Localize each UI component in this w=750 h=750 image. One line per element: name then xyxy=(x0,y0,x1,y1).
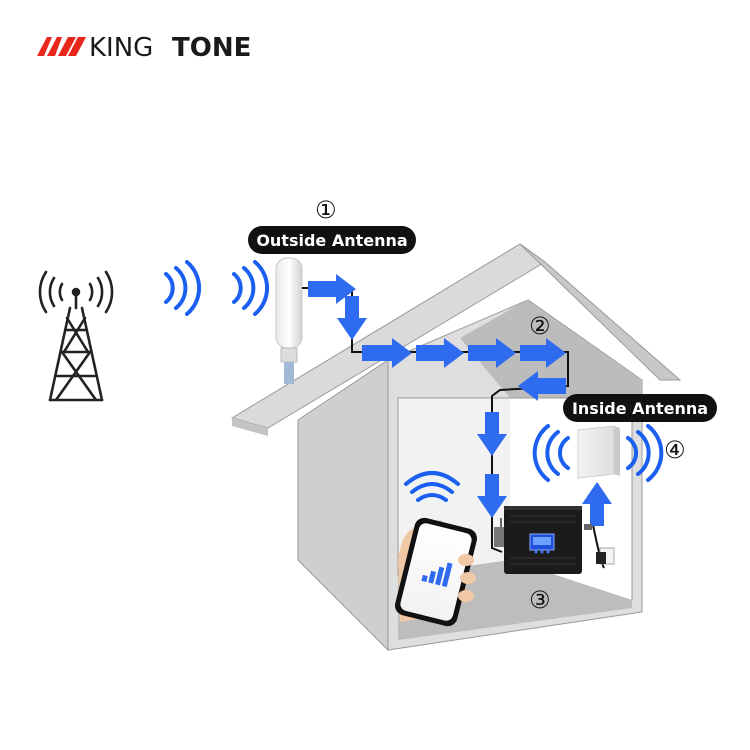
inside-antenna-label: Inside Antenna xyxy=(563,394,717,422)
signal-flow-arrows xyxy=(308,274,612,526)
step-2-marker: ② xyxy=(529,312,551,340)
inside-antenna-text: Inside Antenna xyxy=(572,399,708,418)
step-3-marker: ③ xyxy=(529,586,551,614)
brand-name-part1: KING xyxy=(89,33,153,63)
brand-logo: KING TONE xyxy=(37,33,251,63)
step-4-marker: ④ xyxy=(664,436,686,464)
hand-fingers-icon xyxy=(458,554,476,602)
phone-icon xyxy=(394,517,478,627)
outside-antenna-label: Outside Antenna xyxy=(248,226,416,254)
brand-mark-icon xyxy=(37,37,86,56)
outdoor-antenna-icon xyxy=(275,257,303,384)
power-adapter-icon xyxy=(596,547,615,565)
brand-name-part2: TONE xyxy=(172,33,251,63)
panel-antenna-icon xyxy=(577,425,620,479)
wifi-icon xyxy=(404,471,460,502)
repeater-icon xyxy=(494,506,592,574)
outside-antenna-text: Outside Antenna xyxy=(256,231,407,250)
step-1-marker: ① xyxy=(315,196,337,224)
inside-wave-icon xyxy=(532,424,664,482)
tower-icon xyxy=(38,270,114,402)
signal-wave-icon xyxy=(164,260,270,316)
